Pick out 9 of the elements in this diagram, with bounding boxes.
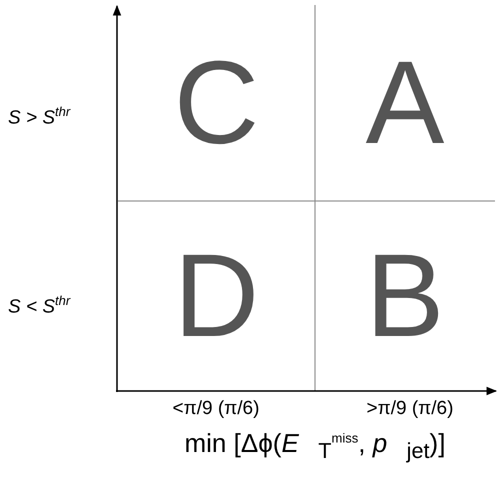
region-letter: B [366,237,444,355]
region-letter: D [174,237,260,355]
region-letter: A [366,44,444,162]
axis-category-label: >π/9 (π/6) [366,398,454,420]
axis-title: min [Δϕ(E⃗$_{T}$$^{miss}$, p⃗$_{jet}$)] [184,428,446,464]
axis-category-label: S < S$^{thr}$ [8,293,70,318]
axis-category-label: <π/9 (π/6) [172,398,260,420]
region-letter: C [174,44,260,162]
axis-category-label: S > S$^{thr}$ [8,104,70,130]
